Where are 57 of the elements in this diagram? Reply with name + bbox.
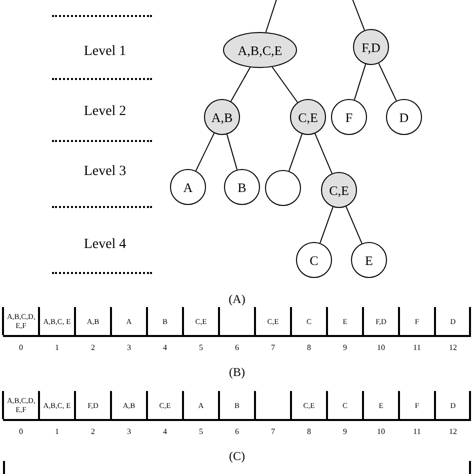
tree-node-circle: D <box>386 99 422 135</box>
tree-node-circle: B <box>224 169 260 205</box>
tree-node-ellipse: A,B,C,E <box>223 32 297 68</box>
index-number: 12 <box>448 426 458 438</box>
caption: (C) <box>228 448 246 465</box>
tree-node-circle: E <box>351 242 387 278</box>
index-number: 7 <box>270 426 276 438</box>
index-number: 12 <box>448 342 458 354</box>
index-number: 8 <box>306 342 312 354</box>
index-number: 11 <box>412 342 422 354</box>
tree-node-circle: C <box>296 242 332 278</box>
tree-edge <box>230 66 251 102</box>
index-number: 6 <box>234 342 240 354</box>
tree-edge <box>195 132 215 172</box>
tree-node-circle: F <box>331 99 367 135</box>
tree-edge <box>320 206 334 244</box>
level-label: Level 1 <box>82 43 128 61</box>
index-number: 8 <box>306 426 312 438</box>
index-number: 1 <box>54 342 60 354</box>
index-number: 0 <box>18 426 24 438</box>
tree-edge <box>354 64 366 100</box>
index-number: 7 <box>270 342 276 354</box>
index-number: 3 <box>126 342 132 354</box>
index-number: 2 <box>90 342 96 354</box>
index-number: 4 <box>162 342 168 354</box>
tree-edge <box>272 66 298 103</box>
tree-edge <box>314 133 332 174</box>
tree-edge <box>378 62 397 102</box>
index-number: 9 <box>342 426 348 438</box>
tree-node-circle: C,E <box>290 99 326 135</box>
index-number: 9 <box>342 342 348 354</box>
level-label: Level 2 <box>82 103 128 121</box>
index-number: 10 <box>376 342 386 354</box>
tree-edge <box>288 133 303 172</box>
level-label: Level 3 <box>82 163 128 181</box>
index-number: 5 <box>198 426 204 438</box>
tree-edge <box>352 0 365 31</box>
index-number: 2 <box>90 426 96 438</box>
tree-node-circle: A <box>170 169 206 205</box>
index-number: 4 <box>162 426 168 438</box>
tree-node-circle: A,B <box>204 99 240 135</box>
level-label: Level 4 <box>82 236 128 254</box>
tree-edge <box>226 134 238 170</box>
tree-edge <box>346 206 362 244</box>
caption: (B) <box>228 364 246 381</box>
index-number: 10 <box>376 426 386 438</box>
index-number: 0 <box>18 342 24 354</box>
tree-node-circle: F,D <box>353 29 389 65</box>
tree-node-circle <box>265 170 301 206</box>
index-number: 11 <box>412 426 422 438</box>
index-number: 3 <box>126 426 132 438</box>
tree-edge <box>265 0 278 33</box>
index-number: 1 <box>54 426 60 438</box>
caption: (A) <box>228 291 246 308</box>
index-number: 5 <box>198 342 204 354</box>
tree-node-circle: C,E <box>321 172 357 208</box>
index-number: 6 <box>234 426 240 438</box>
